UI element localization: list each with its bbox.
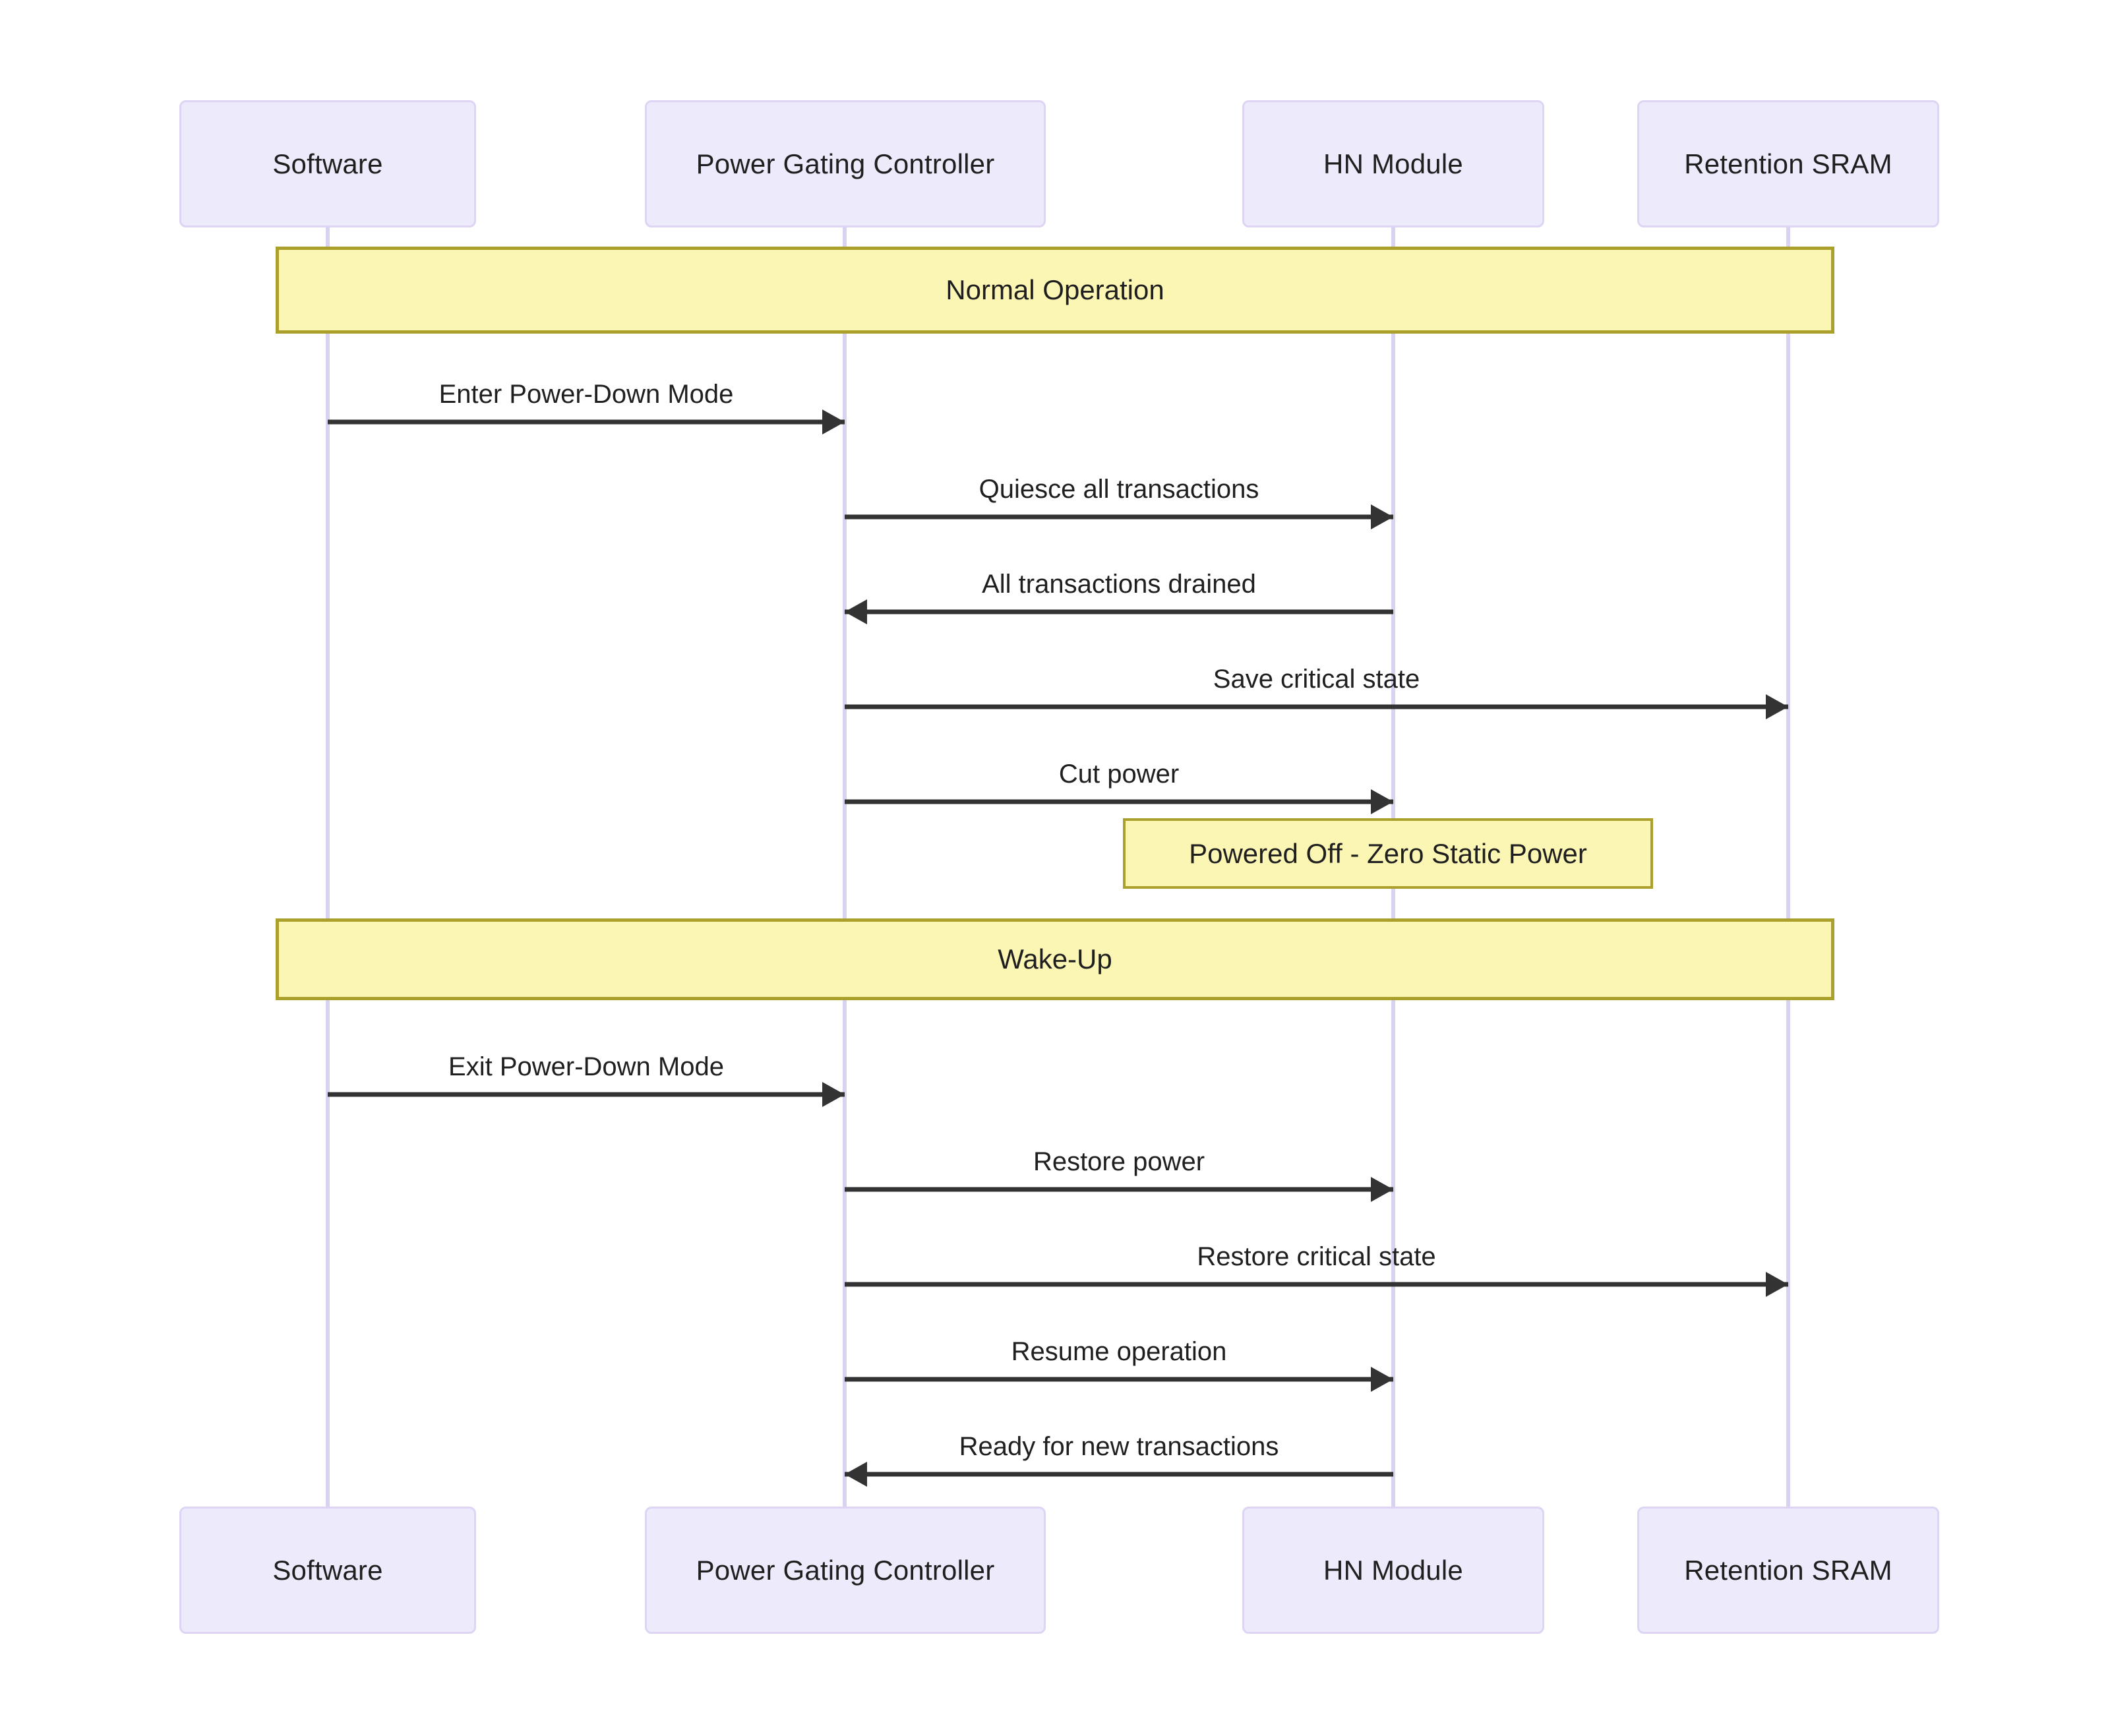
message-label: Restore power <box>1033 1147 1205 1176</box>
message-line <box>845 1187 1393 1192</box>
section-banner-wake-up: Wake-Up <box>276 918 1834 1000</box>
section-banner-label: Wake-Up <box>998 943 1112 974</box>
participant-label: Power Gating Controller <box>696 148 995 179</box>
arrowhead-left-icon <box>845 1462 867 1487</box>
participant-pgc-bottom[interactable]: Power Gating Controller <box>645 1507 1046 1634</box>
message-label: Resume operation <box>1011 1337 1227 1366</box>
participant-label: Power Gating Controller <box>696 1554 995 1586</box>
message-line <box>845 1377 1393 1382</box>
participant-hn-bottom[interactable]: HN Module <box>1242 1507 1544 1634</box>
arrowhead-right-icon <box>1371 504 1393 529</box>
arrowhead-right-icon <box>822 1082 845 1107</box>
message-label: Exit Power-Down Mode <box>448 1052 724 1081</box>
message-label: Enter Power-Down Mode <box>438 380 734 409</box>
message-line <box>845 1282 1788 1287</box>
participant-software-top[interactable]: Software <box>179 100 476 227</box>
message-line <box>845 704 1788 709</box>
message-label: All transactions drained <box>982 570 1256 599</box>
message-line <box>845 514 1393 520</box>
arrowhead-left-icon <box>845 599 867 624</box>
participant-label: Retention SRAM <box>1684 1554 1892 1586</box>
message-label: Restore critical state <box>1197 1242 1436 1271</box>
participant-sram-top[interactable]: Retention SRAM <box>1637 100 1939 227</box>
arrowhead-right-icon <box>1766 1272 1788 1297</box>
participant-sram-bottom[interactable]: Retention SRAM <box>1637 1507 1939 1634</box>
section-banner-normal-operation: Normal Operation <box>276 247 1834 334</box>
arrowhead-right-icon <box>1371 1367 1393 1392</box>
message-line <box>845 609 1393 614</box>
lifeline-software <box>326 227 330 1507</box>
message-line <box>845 799 1393 804</box>
message-label: Save critical state <box>1213 665 1420 694</box>
lifeline-pgc <box>843 227 847 1507</box>
arrowhead-right-icon <box>1371 789 1393 814</box>
message-line <box>845 1472 1393 1477</box>
participant-label: Retention SRAM <box>1684 148 1892 179</box>
participant-label: HN Module <box>1323 148 1463 179</box>
message-label: Quiesce all transactions <box>979 475 1259 504</box>
arrowhead-right-icon <box>822 409 845 434</box>
note-label: Powered Off - Zero Static Power <box>1189 837 1587 869</box>
section-banner-label: Normal Operation <box>946 274 1164 305</box>
participant-label: Software <box>272 148 383 179</box>
lifeline-sram <box>1786 227 1790 1507</box>
participant-software-bottom[interactable]: Software <box>179 1507 476 1634</box>
message-line <box>328 1092 845 1097</box>
note-powered-off: Powered Off - Zero Static Power <box>1123 818 1653 889</box>
arrowhead-right-icon <box>1371 1177 1393 1202</box>
participant-label: HN Module <box>1323 1554 1463 1586</box>
arrowhead-right-icon <box>1766 694 1788 719</box>
message-line <box>328 419 845 425</box>
participant-label: Software <box>272 1554 383 1586</box>
message-label: Ready for new transactions <box>959 1432 1279 1461</box>
message-label: Cut power <box>1058 760 1180 789</box>
participant-pgc-top[interactable]: Power Gating Controller <box>645 100 1046 227</box>
participant-hn-top[interactable]: HN Module <box>1242 100 1544 227</box>
